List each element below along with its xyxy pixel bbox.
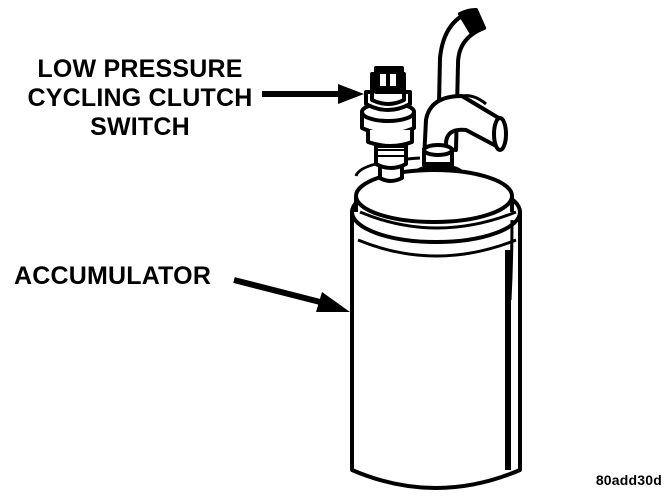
pressure-switch: [360, 66, 416, 183]
accumulator-callout-label: ACCUMULATOR: [14, 262, 212, 290]
switch-callout-label: LOW PRESSURE CYCLING CLUTCH SWITCH: [20, 55, 260, 142]
switch-callout-line1: LOW PRESSURE: [37, 55, 243, 83]
figure-id: 80add30d: [595, 472, 662, 488]
accumulator-canister: [350, 156, 522, 490]
accumulator-leader-arrow: [233, 277, 350, 312]
switch-callout-line2: CYCLING CLUTCH: [27, 84, 253, 112]
switch-callout-line3: SWITCH: [90, 113, 190, 141]
switch-leader-arrow: [262, 84, 364, 104]
